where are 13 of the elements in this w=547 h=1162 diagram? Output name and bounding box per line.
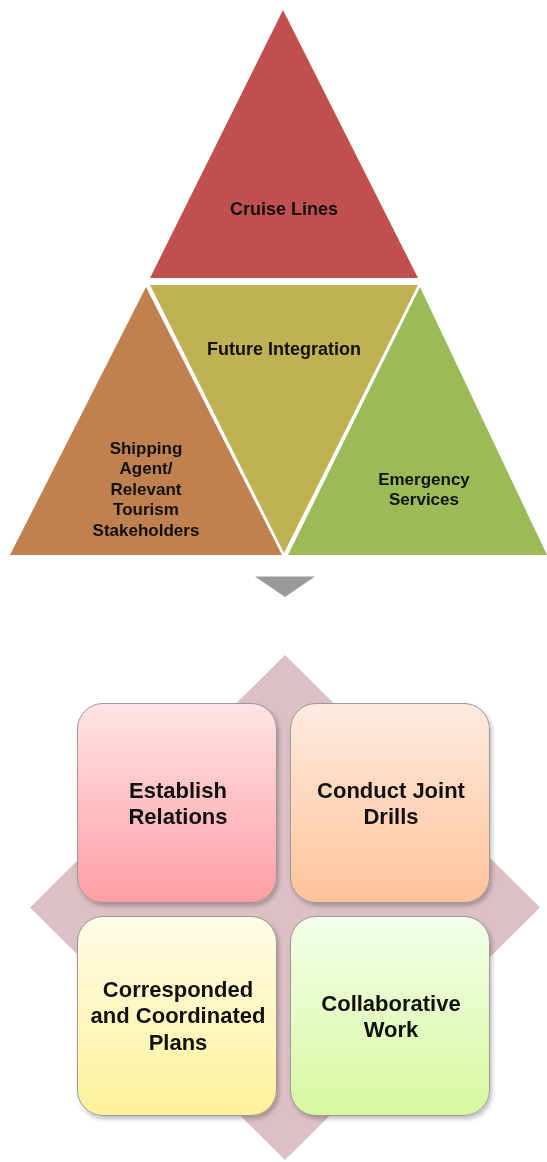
segment-label: Cruise Lines — [228, 199, 339, 221]
card-label: Collaborative Work — [320, 990, 462, 1044]
card-label: Corresponded and Coordinated Plans — [90, 977, 266, 1057]
rounded-card — [290, 916, 490, 1116]
rounded-card — [77, 916, 277, 1116]
segment-label: Emergency Services — [377, 469, 471, 511]
segment-label: Future Integration — [206, 339, 362, 361]
down-arrow — [255, 576, 315, 597]
card-label: Establish Relations — [127, 777, 229, 831]
rounded-card — [290, 703, 490, 903]
card-label: Conduct Joint Drills — [316, 777, 466, 831]
segment-label: Shipping Agent/ Relevant Tourism Stakeholders — [91, 439, 201, 541]
rounded-card — [77, 703, 277, 903]
